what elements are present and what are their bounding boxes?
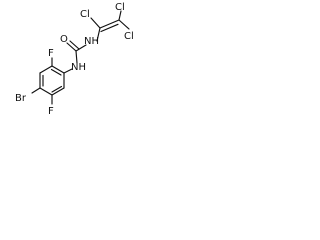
bond-carbonyl-nh-bottom xyxy=(75,50,78,64)
bond-c1-cl-top-left xyxy=(90,17,101,29)
bond-ring-br xyxy=(31,87,41,94)
ring-inner-bond-1 xyxy=(50,68,62,76)
bond-c2-cl-top-right xyxy=(118,10,122,21)
atom-cl-top-right: Cl xyxy=(115,2,125,13)
bond-c2-cl-right xyxy=(118,19,130,30)
ring-bond-5 xyxy=(51,87,65,96)
atom-f-bottom: F xyxy=(48,106,54,117)
atom-nh-top: NH xyxy=(84,36,99,47)
ring-inner-bond-3 xyxy=(51,85,63,93)
bond-c1-c2 xyxy=(99,19,120,29)
bond-nh-top-carbonyl xyxy=(75,44,87,52)
atom-br: Br xyxy=(15,93,27,104)
atom-labels: Cl Cl Cl NH O NH F F Br xyxy=(15,2,134,117)
ring-bond-4 xyxy=(39,87,53,96)
atom-f-top: F xyxy=(48,48,54,59)
bond-c1-c2-inner xyxy=(100,23,119,33)
bond-network xyxy=(31,10,130,105)
bond-c1-nh-top xyxy=(96,27,101,42)
bond-nh-bottom-ring xyxy=(63,68,73,74)
ring-bond-1 xyxy=(51,65,65,74)
bond-carbonyl-oxygen-inner xyxy=(69,40,80,50)
molecule-diagram: Cl Cl Cl NH O NH F F Br xyxy=(0,0,142,132)
atom-oxygen: O xyxy=(60,34,68,45)
atom-cl-top-left: Cl xyxy=(80,9,90,20)
bond-carbonyl-oxygen xyxy=(66,42,77,52)
atom-nh-bottom: NH xyxy=(71,62,86,73)
atom-cl-right: Cl xyxy=(124,31,134,42)
ring-bond-2 xyxy=(39,65,53,74)
chemical-structure: Cl Cl Cl NH O NH F F Br xyxy=(15,2,134,117)
